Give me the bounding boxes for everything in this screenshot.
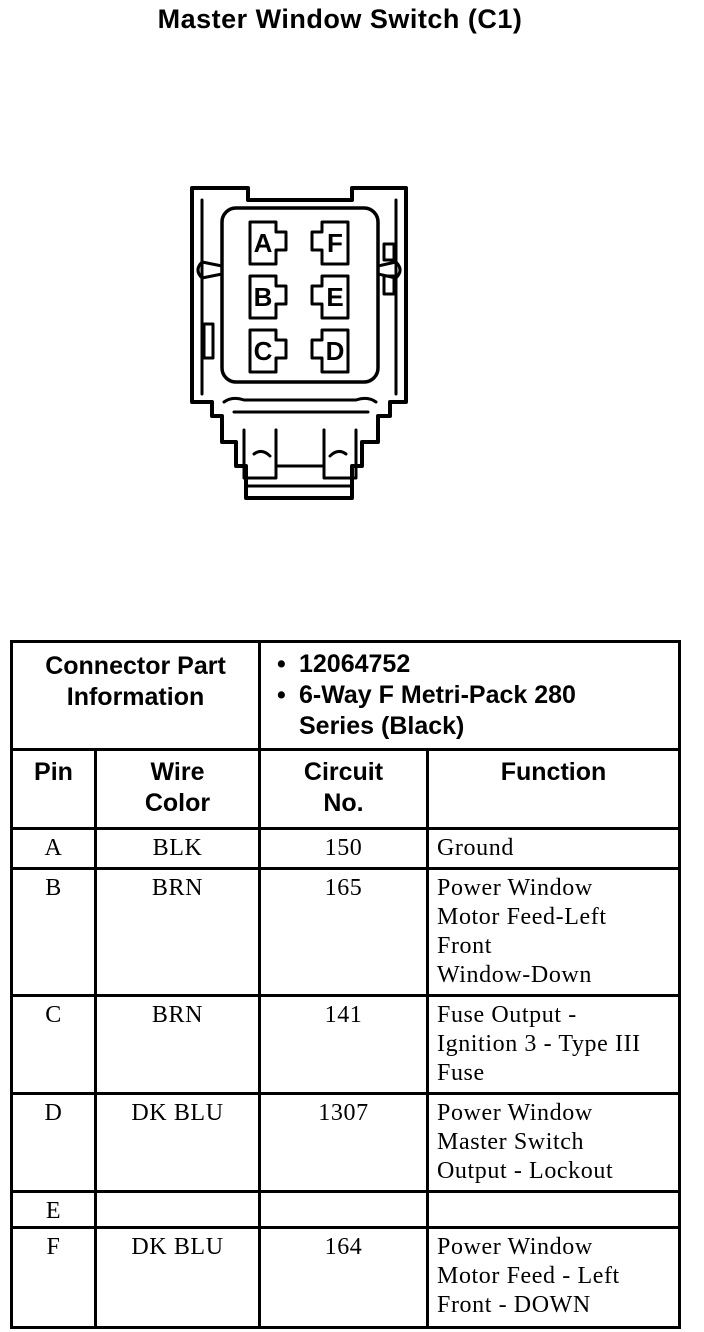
- function-cell: Fuse Output - Ignition 3 - Type III Fuse: [426, 994, 681, 1095]
- connector-face-diagram: A B C F E D: [190, 186, 408, 500]
- circuit-cell: 141: [258, 994, 429, 1095]
- function-line: Ignition 3 - Type III: [437, 1031, 641, 1057]
- pin-b-label: B: [254, 282, 273, 312]
- part-type-item: •6-Way F Metri-Pack 280: [277, 681, 576, 709]
- pin-d-label: D: [326, 336, 345, 366]
- function-cell: Ground: [426, 827, 681, 870]
- pin-cell: B: [10, 867, 97, 997]
- connector-housing-outline: [190, 186, 408, 500]
- pin-cell: D: [10, 1092, 97, 1193]
- connector-part-label: Connector Part Information: [10, 640, 261, 751]
- wire-color-cell: DK BLU: [94, 1092, 261, 1193]
- pin-cavity-frame: [220, 206, 380, 384]
- pin-cavity-b: B: [248, 274, 288, 320]
- part-number-item: •12064752: [277, 650, 411, 678]
- circuit-cell: [258, 1190, 429, 1229]
- pin-cell: C: [10, 994, 97, 1095]
- pin-e-label: E: [326, 282, 343, 312]
- connector-part-row: Connector Part Information •12064752 •6-…: [10, 640, 681, 751]
- pin-cavity-e: E: [310, 274, 350, 320]
- pin-cavity-d: D: [310, 328, 350, 374]
- circuit-cell: 150: [258, 827, 429, 870]
- wire-color-cell: DK BLU: [94, 1226, 261, 1329]
- function-header: Function: [426, 748, 681, 830]
- pin-cell: A: [10, 827, 97, 870]
- function-line: Master Switch: [437, 1129, 585, 1155]
- connector-info-table: Connector Part Information •12064752 •6-…: [10, 640, 681, 1329]
- pin-cavity-f: F: [310, 220, 350, 266]
- wire-color-cell: BRN: [94, 994, 261, 1095]
- wire-color-cell: BLK: [94, 827, 261, 870]
- function-cell: [426, 1190, 681, 1229]
- wire-color-cell: [94, 1190, 261, 1229]
- pin-cavity-c: C: [248, 328, 288, 374]
- function-line: Motor Feed-Left: [437, 904, 607, 930]
- pin-cell: F: [10, 1226, 97, 1329]
- function-line: Power Window: [437, 1234, 593, 1260]
- function-line: Fuse: [437, 1060, 485, 1086]
- pin-c-label: C: [254, 336, 273, 366]
- function-line: Motor Feed - Left: [437, 1263, 620, 1289]
- connector-part-info: •12064752 •6-Way F Metri-Pack 280 Series…: [258, 640, 681, 751]
- function-line: Output - Lockout: [437, 1158, 614, 1184]
- pin-cell: E: [10, 1190, 97, 1229]
- pin-a-label: A: [254, 228, 273, 258]
- pin-cavity-a: A: [248, 220, 288, 266]
- function-line: Ground: [437, 835, 514, 861]
- wire-color-cell: BRN: [94, 867, 261, 997]
- function-line: Fuse Output -: [437, 1002, 577, 1028]
- circuit-cell: 164: [258, 1226, 429, 1329]
- table-row: E: [10, 1190, 681, 1229]
- function-line: Front: [437, 933, 493, 959]
- pin-header: Pin: [10, 748, 97, 830]
- circuit-cell: 165: [258, 867, 429, 997]
- function-line: Window-Down: [437, 962, 592, 988]
- function-line: Power Window: [437, 875, 593, 901]
- part-series-text: Series (Black): [299, 712, 465, 740]
- pin-f-label: F: [327, 228, 343, 258]
- circuit-cell: 1307: [258, 1092, 429, 1193]
- function-line: Front - DOWN: [437, 1292, 591, 1318]
- diagram-title: Master Window Switch (C1): [157, 4, 523, 34]
- function-line: Power Window: [437, 1100, 593, 1126]
